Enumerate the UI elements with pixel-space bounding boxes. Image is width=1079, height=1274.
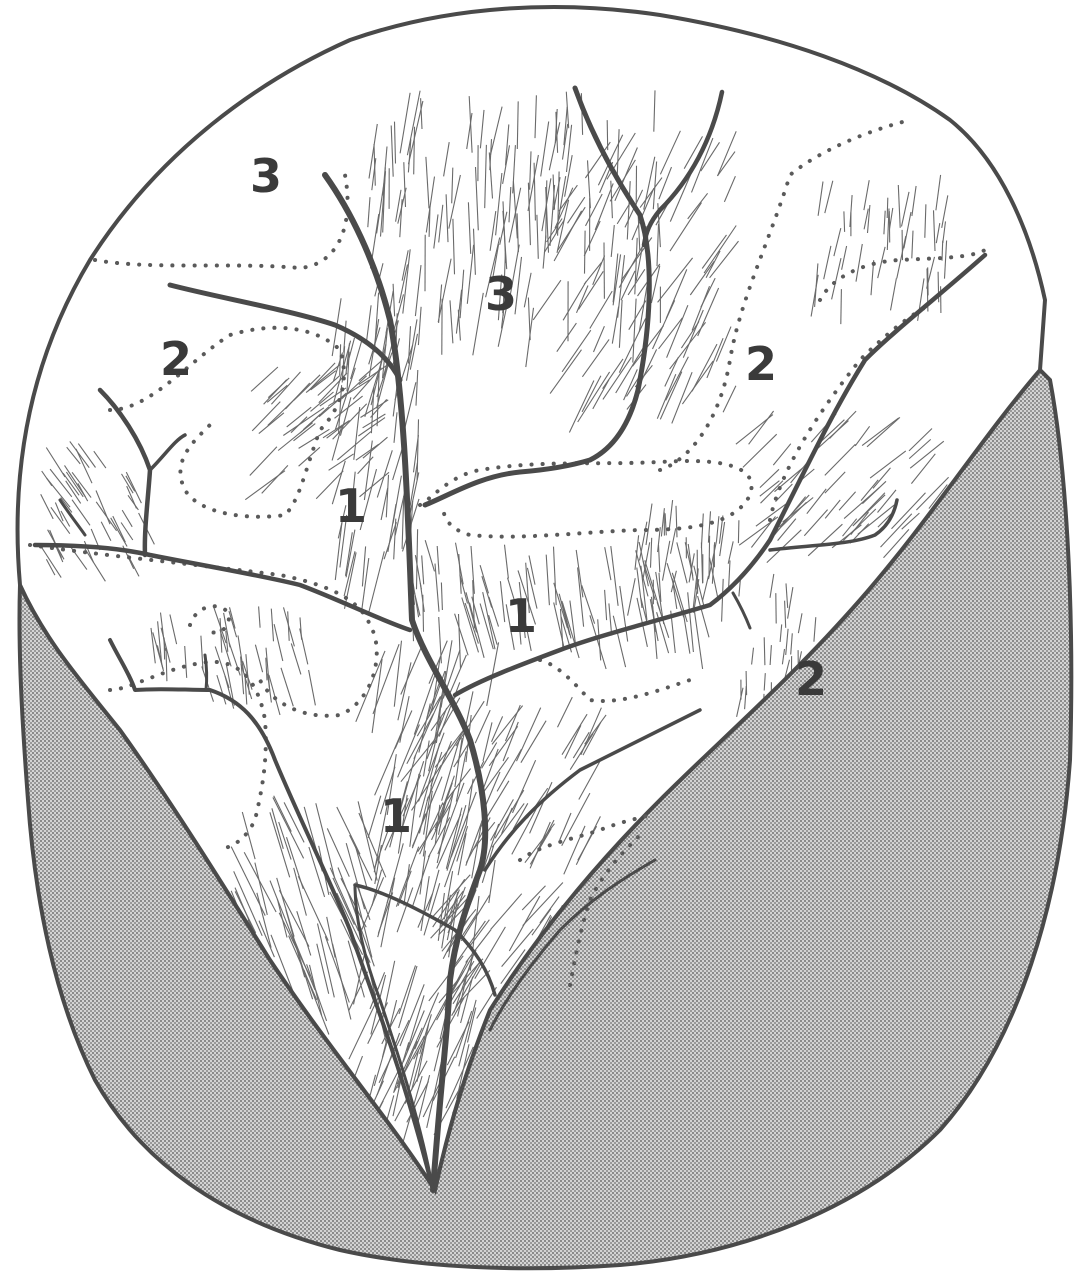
hachure-line (764, 637, 765, 665)
hachure-line (423, 595, 424, 632)
zone-label-2-right: 2 (745, 337, 777, 391)
hachure-line (942, 241, 943, 261)
hachure-line (841, 289, 842, 324)
zone-label-1-lower: 1 (380, 789, 412, 843)
hachure-line (844, 211, 845, 232)
zone-label-2-left: 2 (160, 332, 192, 386)
zone-label-2-lower-right: 2 (795, 652, 827, 706)
hachure-line (887, 198, 888, 218)
lower-left-twig (205, 655, 207, 690)
zone-label-1-center: 1 (505, 589, 537, 643)
zone-label-3-left: 3 (250, 149, 282, 203)
hachure-line (585, 231, 586, 274)
hachure-line (709, 536, 710, 577)
zone-label-1-center-left: 1 (335, 479, 367, 533)
hachure-line (738, 520, 739, 543)
zone-label-3-center: 3 (485, 267, 517, 321)
